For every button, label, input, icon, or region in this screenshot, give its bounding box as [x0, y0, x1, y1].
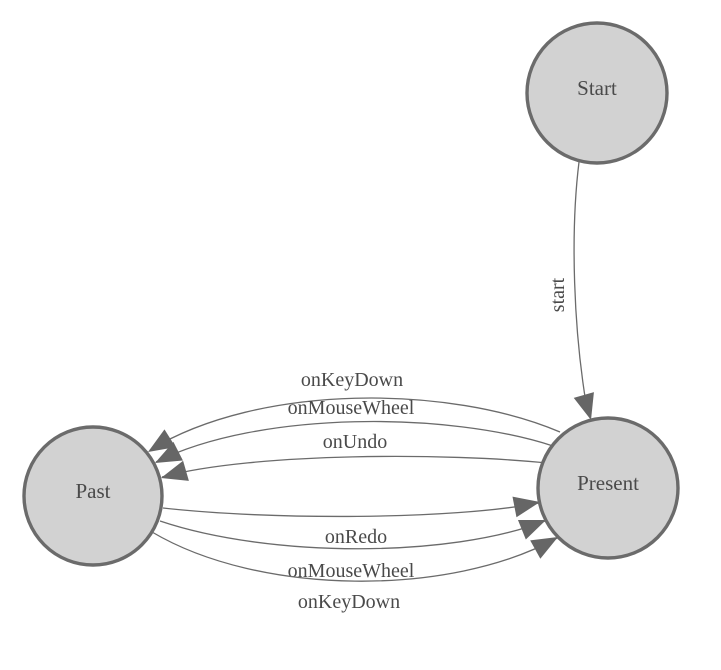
state-label-present: Present [577, 471, 639, 495]
arrowhead-onmousewheel-lower [517, 520, 546, 540]
edge-line-onredo [162, 502, 540, 518]
state-circle-start[interactable] [525, 21, 669, 165]
state-node-present[interactable]: Present [536, 416, 680, 560]
state-circle-past[interactable] [22, 425, 164, 567]
arrowhead-start-to-present [573, 392, 594, 420]
state-label-start: Start [577, 76, 617, 100]
state-node-past[interactable]: Past [22, 425, 164, 567]
arrowhead-onkeydown-lower [530, 537, 558, 559]
edge-line-onkeydown-upper [149, 397, 561, 451]
transition-present-to-past-onkeydown: onKeyDown [148, 369, 561, 452]
edge-label-onmousewheel-lower: onMouseWheel [288, 560, 415, 582]
edge-line-onkeydown-lower [151, 531, 558, 582]
transition-present-to-past-onundo: onUndo [161, 431, 548, 481]
edge-label-onkeydown-upper: onKeyDown [301, 369, 403, 391]
edge-line-onmousewheel-upper [155, 420, 554, 463]
state-node-start[interactable]: Start [525, 21, 669, 165]
state-circle-present[interactable] [536, 416, 680, 560]
state-label-past: Past [75, 479, 110, 503]
transition-past-to-present-onkeydown: onKeyDown [151, 531, 558, 613]
edge-label-onundo: onUndo [323, 431, 387, 453]
edge-label-onredo: onRedo [325, 526, 387, 548]
arrowhead-onredo [512, 496, 540, 518]
edge-line-onundo [161, 455, 548, 478]
transition-start-to-present: start [547, 161, 594, 420]
arrowhead-onmousewheel-upper [155, 441, 183, 463]
transition-present-to-past-onmousewheel: onMouseWheel [155, 397, 554, 463]
edge-line-onmousewheel-lower [159, 520, 546, 550]
edge-line-start [573, 161, 587, 404]
transition-past-to-present-onredo: onRedo [162, 496, 540, 548]
arrowhead-onkeydown-upper [148, 429, 176, 452]
arrowhead-onundo [161, 460, 189, 481]
edge-label-onmousewheel-upper: onMouseWheel [288, 397, 415, 419]
transition-past-to-present-onmousewheel: onMouseWheel [159, 520, 546, 582]
edge-label-start: start [547, 277, 569, 312]
edge-label-onkeydown-lower: onKeyDown [298, 591, 400, 613]
